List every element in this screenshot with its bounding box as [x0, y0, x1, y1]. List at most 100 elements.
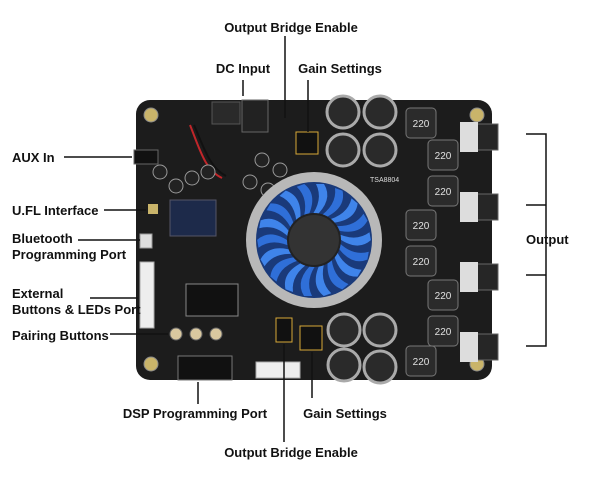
pairing-button — [169, 327, 183, 341]
output-terminals — [460, 122, 499, 362]
inductor-label: 220 — [435, 187, 452, 198]
fan-blade — [260, 248, 297, 267]
external-buttons-header — [139, 261, 155, 329]
mount-hole — [143, 356, 159, 372]
capacitor — [152, 164, 168, 180]
amp-chip-label: TSA8804 — [370, 177, 399, 184]
output-terminal — [475, 333, 499, 361]
output-terminal — [475, 263, 499, 291]
capacitor — [326, 312, 362, 348]
gain-dip-switch-bottom — [299, 325, 323, 351]
inductor — [427, 175, 459, 207]
bottom-connector — [255, 361, 301, 379]
fan-blade — [327, 254, 349, 290]
gain-dip-switch-top — [295, 131, 319, 155]
fan-blade — [335, 239, 369, 262]
inductor — [405, 209, 437, 241]
label-pairing-buttons: Pairing Buttons — [12, 328, 109, 343]
capacitor — [362, 312, 398, 348]
inductor-label: 220 — [413, 221, 430, 232]
label-dc-input: DC Input — [215, 61, 271, 76]
inductor — [405, 107, 437, 139]
fan-blade — [296, 183, 313, 221]
bt-programming-port — [139, 233, 153, 249]
label-gain-settings-bottom: Gain Settings — [303, 406, 387, 421]
fan-blade — [333, 247, 362, 277]
power-wire — [193, 124, 227, 177]
terminal-base — [460, 122, 478, 152]
capacitor — [184, 170, 200, 186]
fan-blade — [279, 190, 301, 226]
dsp-switch-block — [185, 283, 239, 317]
inductor — [427, 315, 459, 347]
capacitor — [362, 94, 398, 130]
mount-hole — [469, 107, 485, 123]
capacitor — [325, 132, 361, 168]
fan-blade — [325, 198, 358, 224]
terminal-base — [460, 262, 478, 292]
label-external-line1: External — [12, 286, 64, 301]
aux-jack — [133, 149, 159, 165]
inductor-label: 220 — [413, 257, 430, 268]
terminal-base — [460, 192, 478, 222]
fan-blade — [317, 188, 344, 220]
inductor-label: 220 — [413, 119, 430, 130]
fan-blade — [310, 184, 328, 218]
mount-hole — [143, 107, 159, 123]
fan-blade — [257, 234, 294, 248]
inductor-label: 220 — [413, 357, 430, 368]
inductor-label: 220 — [435, 327, 452, 338]
capacitor — [362, 349, 398, 385]
label-bluetooth-line1: Bluetooth — [12, 231, 73, 246]
inductor-label: 220 — [435, 291, 452, 302]
fan-blade — [334, 232, 371, 246]
fan-blade — [259, 218, 293, 241]
capacitor — [254, 152, 270, 168]
fan-hub — [287, 213, 341, 267]
fan-blade — [315, 259, 332, 297]
capacitor — [200, 164, 216, 180]
callout-lines — [64, 36, 547, 442]
label-output-bridge-enable-top: Output Bridge Enable — [224, 20, 358, 35]
bridge-jumper-bottom — [275, 317, 293, 343]
label-output-bridge-enable-bottom: Output Bridge Enable — [224, 445, 358, 460]
label-ufl-interface: U.FL Interface — [12, 203, 99, 218]
power-wire — [189, 124, 223, 179]
capacitor — [168, 178, 184, 194]
fan-blades — [257, 183, 371, 297]
fan-blade — [266, 203, 295, 233]
terminal-base — [460, 332, 478, 362]
inductors: 220 220 220 220 220 220 220 220 — [405, 107, 459, 377]
fan-blade — [270, 256, 303, 282]
label-external-line2: Buttons & LEDs Port — [12, 302, 141, 317]
label-gain-settings-top: Gain Settings — [298, 61, 382, 76]
label-dsp-programming-port: DSP Programming Port — [122, 406, 268, 421]
output-terminal — [475, 123, 499, 151]
capacitor — [242, 174, 258, 190]
dc-jack — [241, 99, 269, 133]
fan-blade — [331, 213, 368, 232]
capacitor — [326, 347, 362, 383]
pairing-button — [189, 327, 203, 341]
output-bracket — [526, 133, 547, 347]
label-aux-in: AUX In — [12, 150, 55, 165]
dsp-programming-header — [177, 355, 233, 381]
label-output: Output — [526, 232, 569, 247]
output-terminal — [475, 193, 499, 221]
inductor — [405, 345, 437, 377]
inductor-label: 220 — [435, 151, 452, 162]
bluetooth-module — [169, 199, 217, 237]
capacitor — [362, 132, 398, 168]
inductor — [427, 139, 459, 171]
fan-blade — [300, 262, 318, 296]
dc-terminal — [211, 101, 241, 125]
label-bluetooth-line2: Programming Port — [12, 247, 127, 262]
ufl-connector — [148, 204, 158, 214]
inductor — [405, 245, 437, 277]
inductor — [427, 279, 459, 311]
capacitor — [272, 162, 288, 178]
pairing-button — [209, 327, 223, 341]
capacitor — [325, 94, 361, 130]
